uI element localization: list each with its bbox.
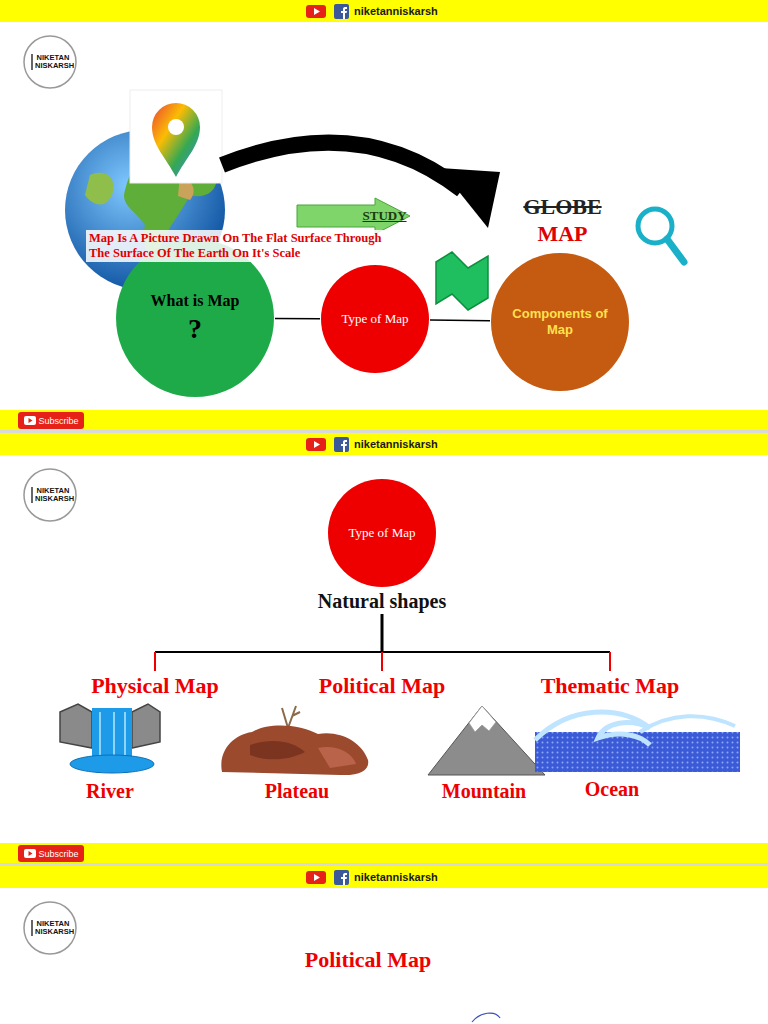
definition-note: Map Is A Picture Drawn On The Flat Surfa…	[86, 230, 404, 262]
play-icon	[24, 416, 36, 425]
arrow-box: STUDY	[297, 198, 502, 234]
scribble	[472, 1013, 500, 1022]
bottom-bar	[0, 410, 768, 430]
node-text: STUDY	[363, 208, 407, 224]
social-icons	[306, 436, 350, 452]
struck-word: GLOBE	[505, 194, 620, 220]
node-text: Type of Map	[342, 311, 409, 327]
ocean-picture	[535, 712, 740, 772]
connector-line	[430, 319, 490, 321]
subscribe-button: Subscribe	[18, 845, 84, 862]
node-text: NIKETAN NISKARSH	[35, 54, 71, 70]
node-subtext: ?	[188, 311, 202, 346]
shape-name: Mountain	[419, 779, 549, 803]
plateau-picture	[221, 706, 368, 775]
social-icons	[306, 3, 350, 19]
play-icon	[24, 849, 36, 858]
tree-lines	[155, 614, 610, 671]
title-bar: niketanniskarsh	[0, 866, 768, 888]
topic-circle: Components of Map	[490, 252, 630, 392]
node-text: NIKETAN NISKARSH	[35, 487, 71, 503]
node-text: NIKETAN NISKARSH	[35, 920, 71, 936]
node-text: niketanniskarsh	[354, 871, 438, 883]
map-pin-icon	[130, 90, 222, 183]
map-type: Physical Map	[65, 673, 245, 699]
mountain-picture	[428, 706, 545, 775]
logo-badge: NIKETAN NISKARSH	[23, 35, 77, 89]
slide-title: Political Map	[258, 947, 478, 973]
heading-word: MAP	[505, 221, 620, 247]
title-bar: niketanniskarsh	[0, 433, 768, 455]
magnifier-icon	[638, 209, 684, 262]
node-text: niketanniskarsh	[354, 438, 438, 450]
topic-circle: Type of Map	[320, 264, 430, 374]
logo-badge: NIKETAN NISKARSH	[23, 901, 77, 955]
logo-badge: NIKETAN NISKARSH	[23, 468, 77, 522]
node-text: Subscribe	[39, 416, 79, 426]
node-text: Type of Map	[349, 525, 416, 541]
social-icons	[306, 869, 350, 885]
waterfall-picture	[60, 704, 160, 773]
connector-line	[275, 318, 320, 320]
map-type: Political Map	[292, 673, 472, 699]
title-bar: niketanniskarsh	[0, 0, 768, 22]
shape-name: Ocean	[557, 777, 667, 801]
node-text: Subscribe	[39, 849, 79, 859]
shape-name: River	[60, 779, 160, 803]
shape-name: Plateau	[237, 779, 357, 803]
node-text: niketanniskarsh	[354, 5, 438, 17]
topic-circle: Type of Map	[327, 478, 437, 588]
branch-heading: Natural shapes	[232, 589, 532, 613]
topic-circle: What is Map?	[115, 238, 275, 398]
node-text: What is Map	[151, 291, 240, 311]
bottom-bar	[0, 843, 768, 863]
map-type: Thematic Map	[525, 673, 695, 699]
subscribe-button: Subscribe	[18, 412, 84, 429]
folded-map-icon	[436, 252, 488, 310]
node-text: Components of Map	[511, 306, 609, 339]
